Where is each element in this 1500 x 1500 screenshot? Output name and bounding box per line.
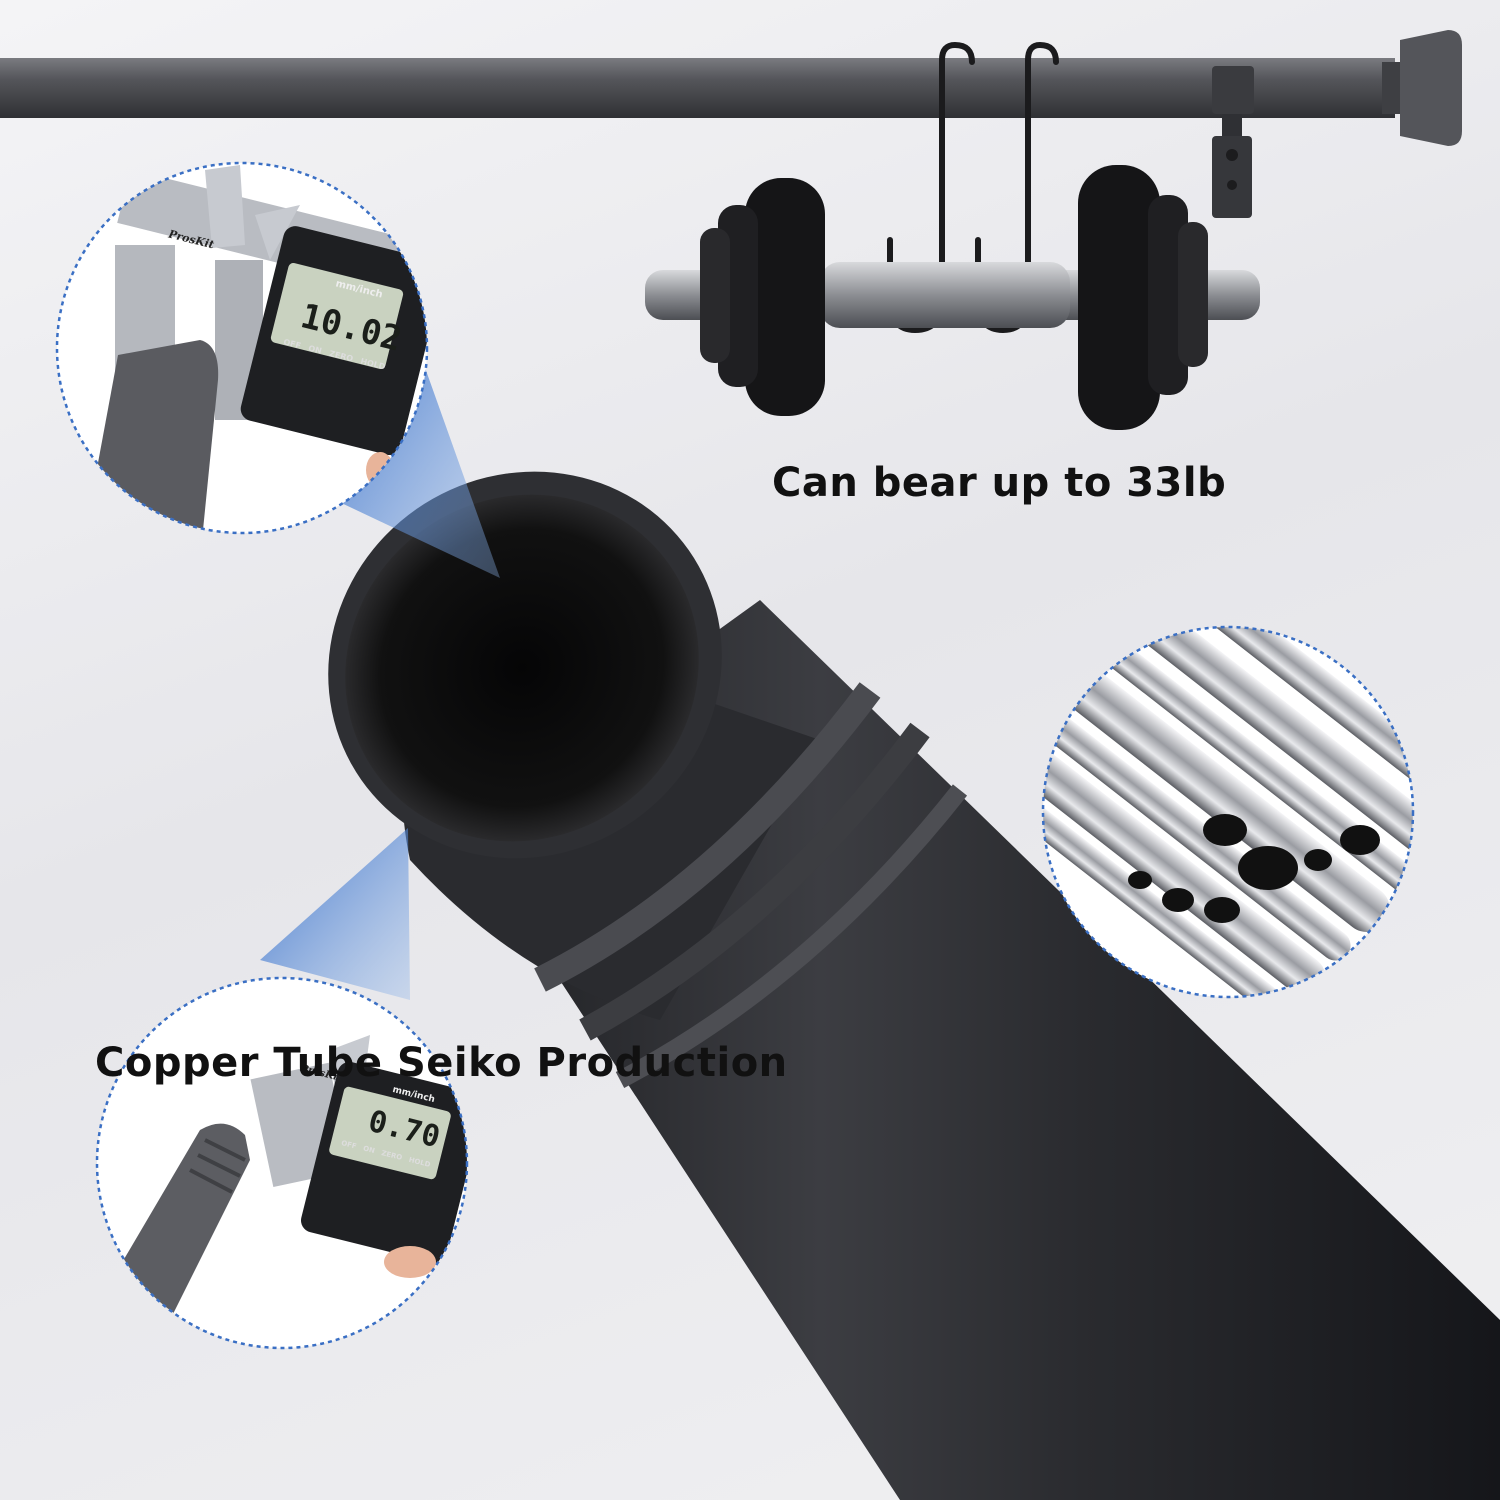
caliper-inset-bottom: [95, 976, 469, 1350]
caliper-inset-top: [55, 161, 429, 535]
dumbbell: [645, 165, 1260, 430]
pointer-bottom: [260, 828, 410, 1000]
curtain-rod: [0, 30, 1462, 218]
steel-tubes-inset: [1041, 625, 1415, 999]
rod-tube: [328, 471, 1500, 1500]
material-caption: Copper Tube Seiko Production: [95, 1040, 788, 1086]
load-capacity-caption: Can bear up to 33lb: [772, 460, 1227, 506]
pointer-top: [335, 320, 500, 578]
